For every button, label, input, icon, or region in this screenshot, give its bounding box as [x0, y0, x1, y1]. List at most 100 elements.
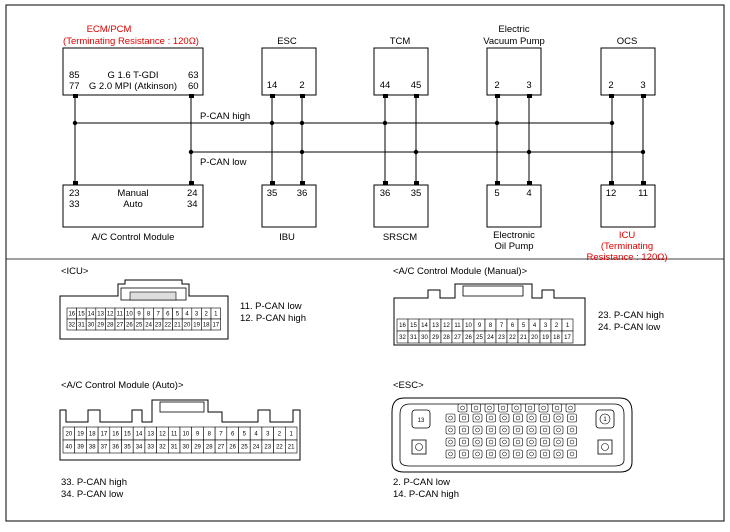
esc-cavity [526, 449, 537, 459]
esc-cavity [486, 437, 496, 447]
bottom-terminals [73, 181, 646, 185]
esc-cavity [567, 449, 577, 459]
esc-cavity [499, 449, 510, 459]
esc-cavity [459, 413, 469, 423]
ocs-box [600, 47, 656, 96]
esc-cavity [538, 403, 549, 413]
ibu-module: 35 36 IBU [261, 184, 317, 243]
icu-pin-number: 20 [184, 323, 191, 329]
esc-cavity-hole [556, 415, 561, 421]
eop-title: Electronic [493, 230, 535, 241]
ecm-note: (Terminating Resistance : 120Ω) [63, 36, 199, 47]
acm-auto-pin-number: 2 [278, 432, 282, 438]
acm-manual-pin-number: 5 [522, 323, 526, 329]
icu-pin-number: 25 [136, 323, 143, 329]
icu-connector-title: <ICU> [61, 266, 89, 277]
acm-pin: 24 [187, 188, 198, 199]
acm-manual-pin-number: 20 [531, 335, 538, 341]
acm-manual-pin-number: 25 [476, 335, 483, 341]
acm-auto-pin-number: 15 [124, 432, 131, 438]
junction-dots [72, 120, 646, 155]
esc-cavity-hole [514, 405, 519, 411]
acm-manual-pin-note: 24. P-CAN low [598, 322, 660, 333]
esc-cavity-hole [502, 439, 507, 445]
acm-variant-label: Manual [117, 188, 148, 199]
icu-pin-number: 30 [88, 323, 95, 329]
p-can-high-label: P-CAN high [200, 111, 250, 122]
acm-auto-pin-number: 21 [288, 445, 295, 451]
esc-cavity-hole [502, 451, 507, 457]
srscm-title: SRSCM [383, 232, 417, 243]
icu-pin-number: 14 [88, 312, 95, 318]
acm-manual-pin-number: 21 [520, 335, 527, 341]
acm-manual-pin-number: 31 [410, 335, 417, 341]
esc-cavity [553, 449, 564, 459]
acm-auto-pin-number: 28 [206, 445, 213, 451]
acm-manual-pin-number: 19 [542, 335, 549, 341]
icu-note: Resistance : 120Ω) [586, 252, 667, 263]
acm-auto-pin-number: 19 [77, 432, 84, 438]
esc-cavity-hole [502, 427, 507, 433]
acm-auto-pin-number: 38 [89, 445, 96, 451]
tcm-pin: 44 [380, 80, 391, 91]
esc-cavity-hole [568, 405, 573, 411]
acm-manual-pin-number: 2 [555, 323, 559, 329]
esc-cavity-hole [461, 451, 467, 457]
icu-pin-number: 18 [203, 323, 210, 329]
icu-pin-number: 9 [137, 312, 141, 318]
acm-variant-label: Auto [123, 199, 143, 210]
icu-pin-number: 27 [116, 323, 123, 329]
acm-auto-pin-number: 26 [229, 445, 236, 451]
acm-manual-pin-number: 28 [443, 335, 450, 341]
acm-auto-pin-number: 17 [101, 432, 108, 438]
esc-cavity-hole [542, 439, 548, 445]
esc-cavity-hole [556, 439, 561, 445]
esc-cavity-hole [515, 439, 521, 445]
acm-auto-pin-number: 13 [147, 432, 154, 438]
icu-pin-number: 29 [97, 323, 104, 329]
icu-pin-number: 23 [155, 323, 162, 329]
esc-cavity [567, 425, 577, 435]
evp-title: Vacuum Pump [483, 36, 545, 47]
icu-pin-number: 17 [212, 323, 219, 329]
acm-manual-pin-number: 15 [410, 323, 417, 329]
tcm-module: TCM 44 45 [373, 36, 429, 96]
esc-module: ESC 14 2 [261, 36, 317, 96]
acm-auto-pin-number: 11 [171, 432, 178, 438]
esc-cavity-hole [461, 415, 467, 421]
esc-cavity [459, 425, 469, 435]
acm-auto-pin-number: 10 [183, 432, 190, 438]
ecm-pin: 85 [69, 70, 80, 81]
acm-manual-pin-number: 11 [454, 323, 461, 329]
icu-box [600, 184, 656, 228]
icu-module: 12 11 ICU (Terminating Resistance : 120Ω… [586, 184, 668, 263]
esc-cavity [498, 403, 508, 413]
acm-auto-pin-number: 37 [101, 445, 108, 451]
esc-cavity-hole [475, 427, 480, 433]
esc-cavity-hole [488, 451, 494, 457]
acm-manual-pin-number: 17 [564, 335, 571, 341]
acm-manual-pin-note: 23. P-CAN high [598, 310, 664, 321]
acm-manual-pin-number: 8 [489, 323, 493, 329]
ocs-pin: 3 [640, 80, 645, 91]
acm-manual-pin-number: 13 [432, 323, 439, 329]
esc-cavity [553, 413, 564, 423]
tcm-box [373, 47, 429, 96]
esc-cavity [513, 449, 523, 459]
esc-cavity [565, 403, 576, 413]
ecm-pin: 77 [69, 81, 80, 92]
ibu-pin: 35 [267, 188, 278, 199]
acm-manual-pin-number: 9 [478, 323, 482, 329]
icu-pin-number: 8 [147, 312, 151, 318]
esc-cavity-hole [569, 439, 575, 445]
acm-manual-pin-number: 30 [421, 335, 428, 341]
acm-auto-pin-number: 14 [136, 432, 143, 438]
acm-auto-pin-number: 35 [124, 445, 131, 451]
esc-cavity-hole [448, 427, 453, 433]
esc-cavity-hole [475, 439, 480, 445]
acm-auto-pin-number: 5 [243, 432, 247, 438]
acm-manual-pin-number: 1 [566, 323, 570, 329]
ecm-variant-label: G 1.6 T-GDI [107, 70, 158, 81]
